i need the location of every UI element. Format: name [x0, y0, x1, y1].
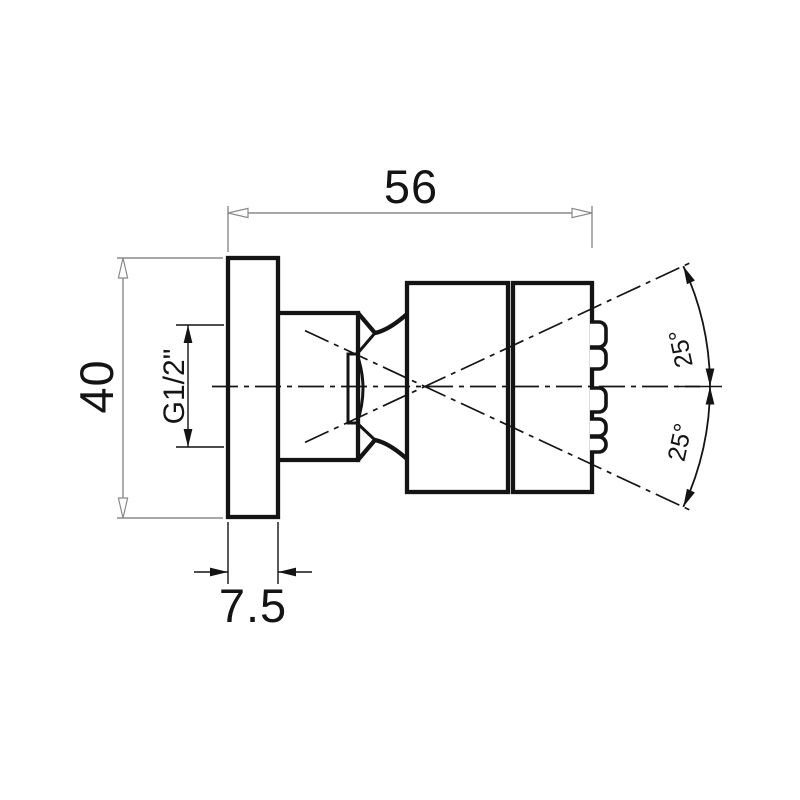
nozzle-tooth — [590, 320, 608, 349]
nozzle-tooth — [590, 435, 608, 454]
arrowhead-filled — [683, 488, 695, 507]
dimension-height: 40 — [70, 257, 223, 519]
spray-head-rear — [404, 280, 511, 495]
arrowhead-filled — [183, 325, 193, 343]
inner-cone-top — [355, 331, 377, 356]
arrowhead-filled — [210, 567, 228, 577]
inner-cone-bottom — [355, 421, 377, 442]
arrowhead-filled — [705, 368, 715, 387]
dimension-flange-thickness: 7.5 — [194, 522, 312, 632]
nozzle-tooth — [590, 386, 608, 414]
angle-bottom-label: 25° — [663, 421, 698, 464]
arrowhead-open — [117, 497, 129, 519]
dimension-depth: 56 — [227, 160, 593, 252]
spray-axis-upper — [304, 262, 691, 444]
dimension-flange-label: 7.5 — [219, 579, 287, 632]
arrowhead-filled — [183, 429, 193, 447]
dimension-height-label: 40 — [70, 359, 123, 413]
arrowhead-open — [571, 207, 593, 219]
flange-plate — [225, 255, 281, 520]
arrowhead-open — [117, 257, 129, 279]
ball-joint-neck-bottom — [355, 437, 410, 463]
bore-rect — [346, 352, 359, 425]
angle-top-label: 25° — [664, 327, 699, 370]
spray-head-front — [510, 280, 595, 495]
dimension-depth-label: 56 — [384, 160, 438, 213]
nozzle-tooth — [590, 346, 608, 371]
dimension-spray-angle: 25° 25° — [663, 265, 722, 508]
part-outline — [225, 255, 608, 520]
nozzle-tooth — [590, 417, 608, 438]
ball-joint-neck-top — [355, 310, 410, 336]
construction-lines — [212, 262, 700, 511]
arrowhead-filled — [683, 266, 695, 285]
arrowhead-filled — [278, 567, 296, 577]
arrowhead-filled — [705, 386, 715, 405]
dimension-thread-label: G1/2" — [158, 349, 191, 425]
spray-axis-lower — [304, 329, 691, 511]
dimension-thread: G1/2" — [158, 324, 224, 448]
arrowhead-open — [227, 207, 249, 219]
